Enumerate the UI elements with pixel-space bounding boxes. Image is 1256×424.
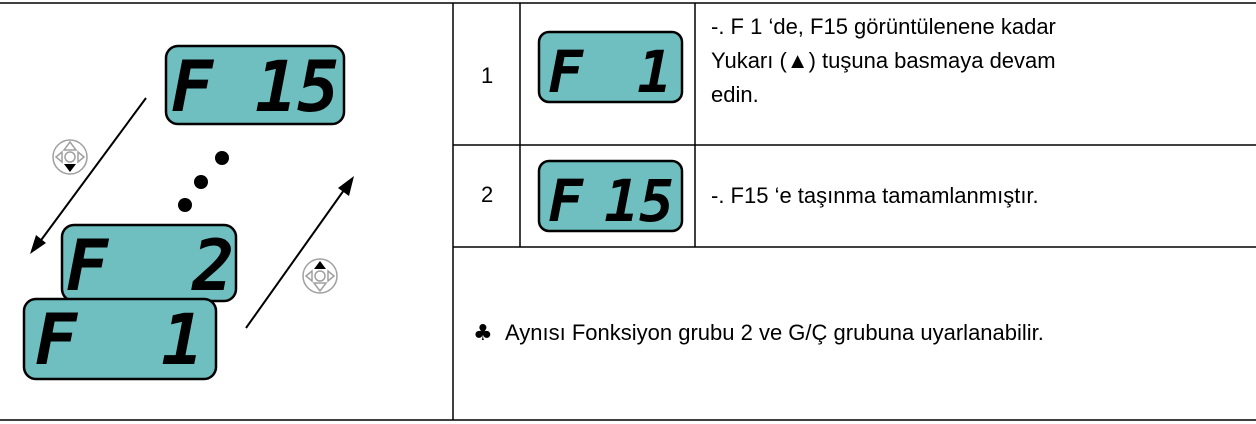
step-row-2: 2 F 15 -. F15 ‘e taşınma tamamlanmıştır.: [481, 159, 1039, 235]
lcd-text-f2: F 2: [66, 225, 235, 307]
keypad-up-icon: [302, 258, 338, 294]
lcd-display-f2: F 2: [60, 223, 238, 307]
note-row: ♣ Aynısı Fonksiyon grubu 2 ve G/Ç grubun…: [473, 320, 1044, 346]
left-illustration: F 15: [22, 44, 354, 381]
lcd-display-f1: F 1: [22, 297, 218, 381]
ellipsis-dots: [178, 151, 229, 212]
lcd-digits: 15: [604, 167, 674, 235]
up-arrow-icon: [245, 176, 354, 329]
step-row-1: 1 F 1 -. F 1 ‘de, F15 görüntülenene kada…: [481, 14, 1056, 107]
step-number: 2: [481, 182, 493, 207]
lcd-digits: 1: [637, 38, 672, 106]
keypad-down-icon: [52, 139, 88, 175]
step-description-line: Yukarı (▲) tuşuna basmaya devam: [711, 48, 1056, 73]
lcd-text-f1: F 1: [35, 299, 204, 381]
step-description-line: -. F15 ‘e taşınma tamamlanmıştır.: [711, 183, 1039, 208]
step-lcd-display: F 1: [537, 30, 684, 106]
down-arrow-icon: [30, 97, 147, 254]
lcd-letter: F: [548, 167, 584, 235]
step-description-line: edin.: [711, 82, 759, 107]
lcd-display-f15: F 15: [164, 44, 346, 128]
step-number: 1: [481, 63, 493, 88]
note-text: Aynısı Fonksiyon grubu 2 ve G/Ç grubuna …: [505, 320, 1044, 345]
club-icon: ♣: [473, 321, 493, 346]
lcd-letter: F: [548, 38, 584, 106]
step-description-line: -. F 1 ‘de, F15 görüntülenene kadar: [711, 14, 1056, 39]
lcd-text-f15: F 15: [171, 46, 340, 128]
step-lcd-display: F 15: [537, 159, 684, 235]
